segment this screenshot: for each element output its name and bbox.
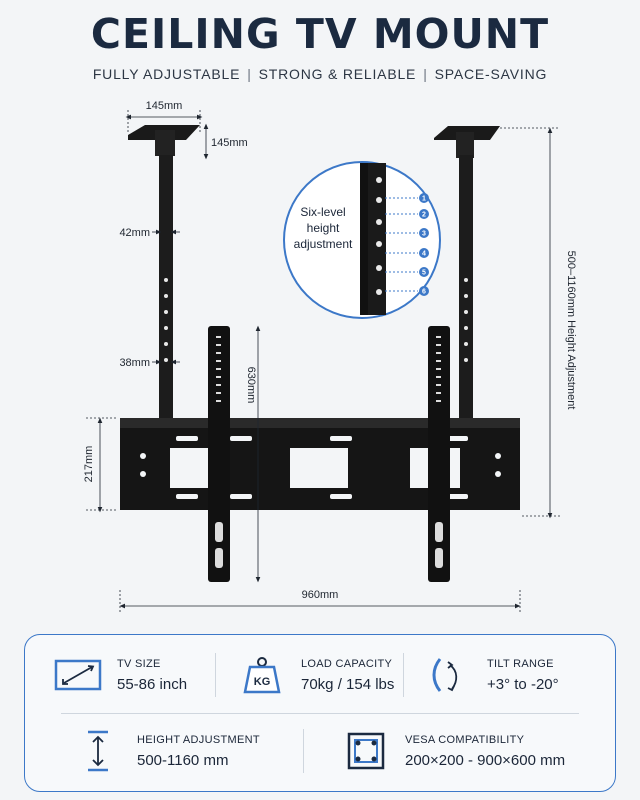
panel-divider bbox=[61, 713, 579, 714]
spec-label: LOAD CAPACITY bbox=[301, 657, 393, 670]
level-2: 2 bbox=[422, 212, 426, 219]
level-6: 6 bbox=[422, 289, 426, 296]
mount-drawing: 1 2 3 4 5 6 Six-level height adjustment bbox=[83, 100, 577, 614]
callout-line-1: Six-level bbox=[300, 205, 345, 219]
spec-tv-size: TV SIZE 55-86 inch bbox=[53, 653, 187, 697]
callout-line-2: height bbox=[307, 221, 340, 235]
weight-icon-text: KG bbox=[254, 676, 271, 688]
subtitle-separator: | bbox=[247, 66, 252, 82]
page-subtitle: FULLY ADJUSTABLE | STRONG & RELIABLE | SPACE… bbox=[0, 66, 640, 82]
dimension-lines bbox=[86, 110, 560, 614]
spec-value: +3° to -20° bbox=[487, 675, 559, 693]
ceiling-plate-right bbox=[434, 126, 500, 158]
tilt-arrow-icon bbox=[423, 653, 473, 697]
panel-divider bbox=[303, 729, 304, 773]
spec-vesa: VESA COMPATIBILITY 200×200 - 900×600 mm bbox=[341, 729, 565, 773]
height-arrow-icon bbox=[73, 729, 123, 773]
pole-right bbox=[459, 155, 473, 420]
panel-divider bbox=[403, 653, 404, 697]
spec-label: VESA COMPATIBILITY bbox=[405, 733, 525, 746]
dim-plate-width: 145mm bbox=[146, 100, 183, 112]
vesa-arm-left bbox=[208, 326, 230, 582]
dim-plate-depth: 145mm bbox=[211, 137, 248, 149]
spec-value: 200×200 - 900×600 mm bbox=[405, 751, 566, 769]
dim-pole-upper: 42mm bbox=[119, 227, 150, 239]
spec-tilt-range: TILT RANGE +3° to -20° bbox=[423, 653, 559, 697]
level-5: 5 bbox=[422, 270, 426, 277]
level-1: 1 bbox=[422, 196, 426, 203]
pole-left bbox=[159, 155, 173, 420]
tv-frame bbox=[120, 418, 520, 510]
level-4: 4 bbox=[422, 251, 426, 258]
dim-height-adjust: 500–1160mm Height Adjustment bbox=[565, 251, 577, 410]
dim-pole-lower: 38mm bbox=[119, 357, 150, 369]
subtitle-item: FULLY ADJUSTABLE bbox=[92, 66, 241, 82]
spec-height-adjustment: HEIGHT ADJUSTMENT 500-1160 mm bbox=[73, 729, 260, 773]
spec-value: 55-86 inch bbox=[117, 675, 188, 693]
panel-divider bbox=[215, 653, 216, 697]
weight-kg-icon: KG bbox=[237, 653, 287, 697]
pole-left-holes bbox=[164, 278, 168, 362]
callout-line-3: adjustment bbox=[294, 237, 353, 251]
spec-value: 500-1160 mm bbox=[137, 751, 229, 769]
spec-label: TILT RANGE bbox=[487, 657, 554, 670]
dim-frame-height: 217mm bbox=[83, 446, 95, 483]
spec-load-capacity: KG LOAD CAPACITY 70kg / 154 lbs bbox=[237, 653, 394, 697]
subtitle-separator: | bbox=[423, 66, 428, 82]
dim-frame-width: 960mm bbox=[302, 589, 339, 601]
height-callout: 1 2 3 4 5 6 Six-level height adjustment bbox=[283, 161, 441, 319]
spec-panel: TV SIZE 55-86 inch KG LOAD CAPACITY 70kg… bbox=[24, 634, 616, 792]
subtitle-item: STRONG & RELIABLE bbox=[258, 66, 417, 82]
ceiling-plate-left bbox=[128, 125, 200, 156]
pole-right-holes bbox=[464, 278, 468, 362]
spec-value: 70kg / 154 lbs bbox=[301, 675, 395, 693]
spec-label: TV SIZE bbox=[117, 657, 161, 670]
dim-arm-length: 630mm bbox=[245, 367, 257, 404]
level-markers: 1 2 3 4 5 6 bbox=[419, 193, 429, 296]
page-title: CEILING TV MOUNT bbox=[90, 10, 550, 58]
vesa-arm-right bbox=[428, 326, 450, 582]
tv-size-icon bbox=[53, 653, 103, 697]
spec-label: HEIGHT ADJUSTMENT bbox=[137, 733, 260, 746]
level-3: 3 bbox=[422, 231, 426, 238]
subtitle-item: SPACE-SAVING bbox=[434, 66, 548, 82]
vesa-icon bbox=[341, 729, 391, 773]
